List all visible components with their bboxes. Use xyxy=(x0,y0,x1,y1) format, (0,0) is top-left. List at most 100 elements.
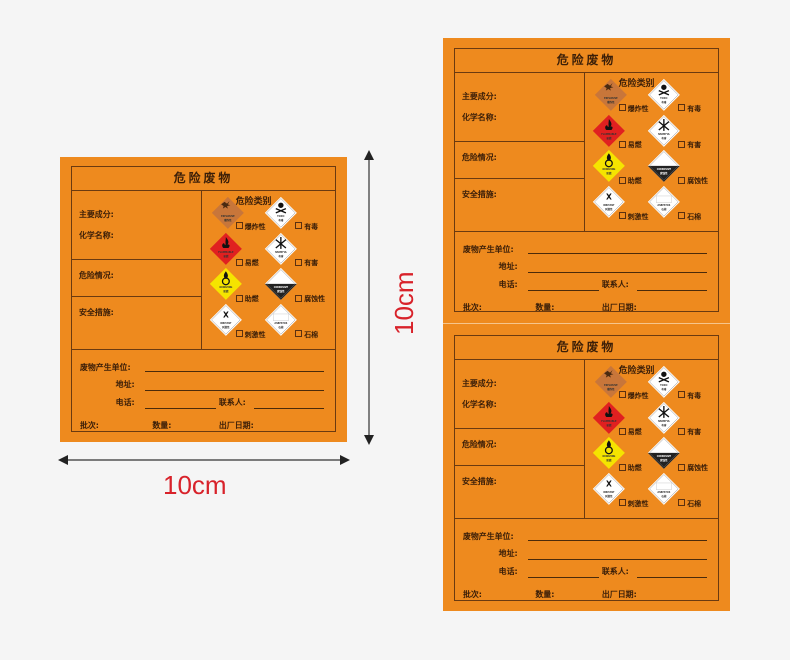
hazard-checkbox-label: 有害 xyxy=(687,428,702,437)
left-info-column xyxy=(455,71,586,231)
hazard-checkbox-6[interactable]: 腐蚀性 xyxy=(295,293,325,303)
checkbox-square[interactable] xyxy=(235,222,243,230)
hazard-checkbox-6[interactable]: 腐蚀性 xyxy=(678,462,708,472)
divider xyxy=(72,296,202,298)
checkbox-square[interactable] xyxy=(235,258,243,266)
phone-field[interactable] xyxy=(528,290,599,292)
phone-label: 电话: xyxy=(498,280,518,290)
hazard-checkbox-2[interactable]: 有毒 xyxy=(678,390,701,400)
hazard-checkbox-1[interactable]: 爆炸性 xyxy=(618,390,649,400)
hazard-checkbox-5[interactable]: 助燃 xyxy=(618,175,642,185)
hazard-symbol-en-text: OXIDIZING xyxy=(219,286,232,289)
checkbox-square[interactable] xyxy=(678,391,686,399)
checkbox-square[interactable] xyxy=(678,212,686,220)
checkbox-square[interactable] xyxy=(678,140,686,148)
address-field[interactable] xyxy=(528,272,708,274)
hazard-checkbox-3[interactable]: 易燃 xyxy=(235,257,259,267)
address-label: 地址: xyxy=(115,380,135,390)
checkbox-square[interactable] xyxy=(618,499,626,507)
hazard-checkbox-label: 刺激性 xyxy=(244,330,266,339)
hazard-symbol-en-text: CORROSIVE xyxy=(656,168,671,171)
checkbox-square[interactable] xyxy=(618,463,626,471)
hazard-symbol-en-text: FLAMMABLE xyxy=(218,251,234,254)
checkbox-square[interactable] xyxy=(618,176,626,184)
hazard-symbol-cn-text: 助燃 xyxy=(223,289,229,293)
phone-field[interactable] xyxy=(145,408,216,410)
checkbox-square[interactable] xyxy=(295,222,303,230)
checkbox-square[interactable] xyxy=(678,176,686,184)
address-label: 地址: xyxy=(498,262,518,272)
checkbox-square[interactable] xyxy=(295,330,303,338)
hazard-checkbox-4[interactable]: 有害 xyxy=(678,426,701,436)
hazard-checkbox-1[interactable]: 爆炸性 xyxy=(235,221,266,231)
address-field[interactable] xyxy=(145,390,325,392)
checkbox-square[interactable] xyxy=(618,212,626,220)
hazard-symbol-en-text: FLAMMABLE xyxy=(601,133,617,136)
label-title: 危险废物 xyxy=(455,336,718,360)
checkbox-square[interactable] xyxy=(618,427,626,435)
hazard-symbol-en-text: CORROSIVE xyxy=(273,286,288,289)
hazard-checkbox-3[interactable]: 易燃 xyxy=(618,426,642,436)
checkbox-square[interactable] xyxy=(678,427,686,435)
hazard-checkbox-label: 易燃 xyxy=(627,141,642,150)
svg-text:X: X xyxy=(606,192,612,201)
hazard-checkbox-6[interactable]: 腐蚀性 xyxy=(678,175,708,185)
hazard-checkbox-8[interactable]: 石棉 xyxy=(678,211,701,221)
checkbox-square[interactable] xyxy=(618,391,626,399)
producer-unit-field[interactable] xyxy=(145,371,325,373)
checkbox-square[interactable] xyxy=(235,294,243,302)
checkbox-square[interactable] xyxy=(678,104,686,112)
contact-field[interactable] xyxy=(636,577,708,579)
checkbox-square[interactable] xyxy=(295,258,303,266)
hazard-checkbox-4[interactable]: 有害 xyxy=(295,257,318,267)
hazard-symbol-cn-text: 有毒 xyxy=(278,218,284,222)
hazard-symbol-cn-text: 易燃 xyxy=(605,422,612,426)
hazard-symbol-en-text: IRRITANT xyxy=(603,491,615,494)
hazard-checkbox-7[interactable]: 刺激性 xyxy=(235,329,266,339)
height-dimension-arrow xyxy=(364,150,374,445)
producer-unit-field[interactable] xyxy=(528,540,708,542)
hazard-symbol-en-text: ASBESTOS xyxy=(274,322,287,325)
hazard-checkbox-4[interactable]: 有害 xyxy=(678,139,701,149)
chemical-name-label: 化学名称: xyxy=(78,230,114,240)
phone-field[interactable] xyxy=(528,577,599,579)
hazard-checkbox-3[interactable]: 易燃 xyxy=(618,139,642,150)
address-field[interactable] xyxy=(528,559,708,561)
sheet-divider xyxy=(443,323,730,324)
hazard-checkbox-2[interactable]: 有毒 xyxy=(678,103,701,113)
contact-field[interactable] xyxy=(636,290,708,292)
hazard-checkbox-label: 有毒 xyxy=(687,391,702,400)
checkbox-square[interactable] xyxy=(295,294,303,302)
hazard-checkbox-8[interactable]: 石棉 xyxy=(295,329,318,339)
hazard-checkbox-7[interactable]: 刺激性 xyxy=(618,498,649,508)
hazard-checkbox-7[interactable]: 刺激性 xyxy=(618,211,649,221)
hazard-symbol-en-text: EXPLOSIVE xyxy=(604,97,618,100)
producer-unit-field[interactable] xyxy=(528,253,708,255)
hazard-checkbox-5[interactable]: 助燃 xyxy=(235,293,259,303)
hazard-checkbox-5[interactable]: 助燃 xyxy=(618,462,642,472)
hazard-symbol-en-text: CORROSIVE xyxy=(656,455,671,458)
checkbox-square[interactable] xyxy=(618,140,626,148)
checkbox-square[interactable] xyxy=(678,463,686,471)
hazard-checkbox-2[interactable]: 有毒 xyxy=(295,221,318,231)
checkbox-square[interactable] xyxy=(235,330,243,338)
hazard-checkbox-label: 爆炸性 xyxy=(244,222,266,231)
checkbox-square[interactable] xyxy=(618,104,626,112)
hazard-symbol-cn-text: 易燃 xyxy=(605,135,612,139)
exit-date-label: 出厂日期: xyxy=(218,421,254,431)
checkbox-square[interactable] xyxy=(678,499,686,507)
hazard-symbol-en-text: HARMFUL xyxy=(657,133,670,136)
hazard-checkbox-1[interactable]: 爆炸性 xyxy=(618,103,649,113)
main-component-label: 主要成分: xyxy=(461,91,497,101)
svg-text:X: X xyxy=(606,479,612,488)
contact-field[interactable] xyxy=(253,408,325,410)
hazard-checkbox-8[interactable]: 石棉 xyxy=(678,498,701,508)
